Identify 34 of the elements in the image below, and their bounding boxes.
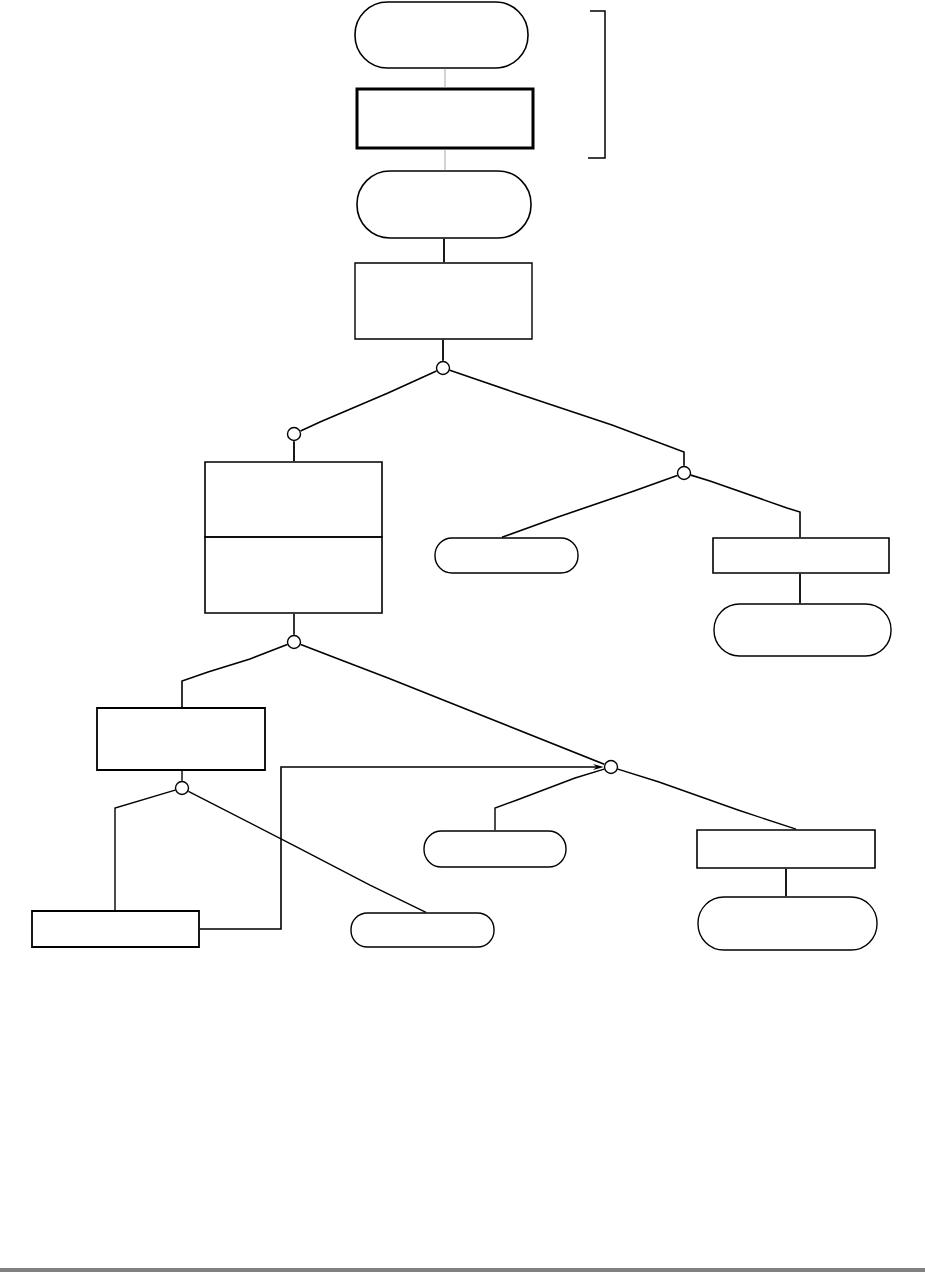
process-box xyxy=(204,536,383,614)
connector-line xyxy=(785,867,787,898)
capsule-box xyxy=(350,912,495,948)
connector-line xyxy=(444,68,446,88)
connector-line xyxy=(299,643,606,766)
connector-line xyxy=(293,440,295,463)
connector-line xyxy=(494,768,605,831)
connector-line xyxy=(501,474,679,539)
connector-line xyxy=(181,770,183,782)
capsule-box xyxy=(423,830,567,868)
capsule-box xyxy=(697,896,878,951)
process-box xyxy=(355,87,535,150)
capsule-box xyxy=(356,170,532,239)
process-box xyxy=(354,262,533,340)
connector-line xyxy=(443,237,445,264)
connector-line xyxy=(690,474,801,538)
process-box xyxy=(204,461,383,538)
connector-line xyxy=(442,338,444,362)
connector-line xyxy=(449,369,685,467)
connector-line xyxy=(293,613,295,636)
connector-line xyxy=(187,790,427,913)
process-box xyxy=(31,910,200,948)
capsule-box xyxy=(713,603,892,657)
connector-line xyxy=(444,149,446,171)
connector-line xyxy=(617,768,797,830)
connector-line xyxy=(181,643,289,708)
capsule-box xyxy=(434,537,579,574)
connector-line xyxy=(114,789,176,911)
process-box xyxy=(712,537,890,574)
connector-line xyxy=(799,572,801,605)
capsule-box xyxy=(354,1,529,69)
process-box xyxy=(96,707,266,771)
process-box xyxy=(696,829,876,869)
connector-line xyxy=(299,370,438,432)
